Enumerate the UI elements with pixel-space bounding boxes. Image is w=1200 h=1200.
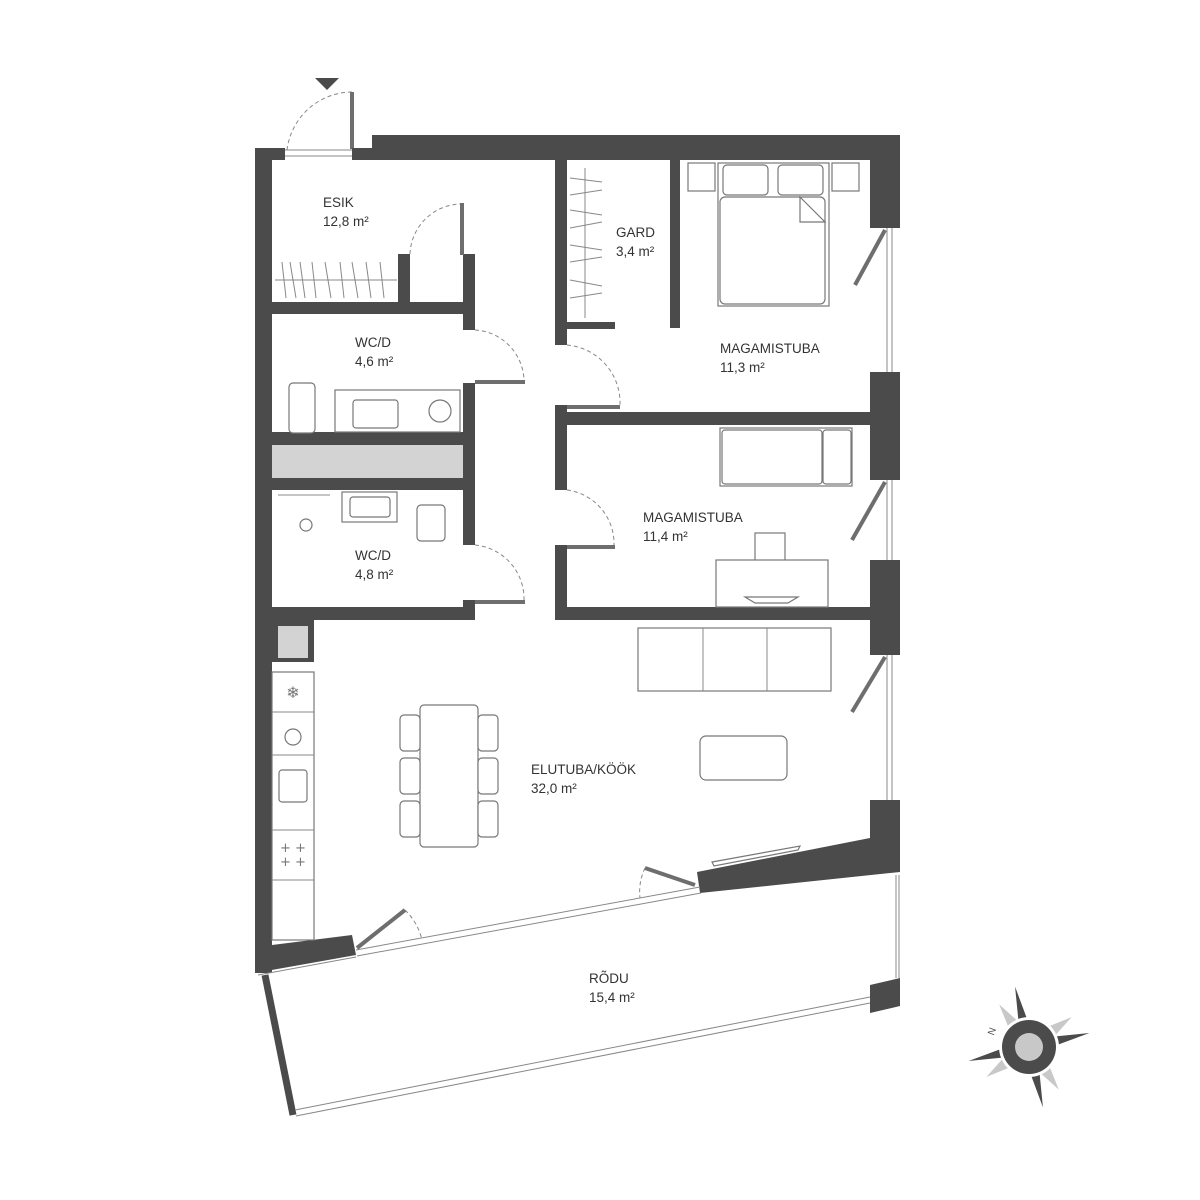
room-area: 32,0 m²: [531, 781, 577, 796]
room-name: ELUTUBA/KÖÖK: [531, 762, 636, 777]
doors: [409, 203, 621, 604]
room-area: 3,4 m²: [616, 244, 655, 259]
compass-icon: N: [968, 986, 1090, 1108]
room-area: 4,6 m²: [355, 354, 394, 369]
furniture: ❄ + + + +: [271, 162, 860, 941]
windows: [850, 228, 893, 800]
room-labels: ESIK 12,8 m² GARD 3,4 m² MAGAMISTUBA 11,…: [323, 195, 820, 1005]
room-name: RÕDU: [589, 971, 629, 986]
room-name: GARD: [616, 225, 655, 240]
room-area: 11,4 m²: [643, 529, 688, 544]
svg-text:+ +: + +: [280, 841, 306, 856]
stove-icon: + +: [280, 855, 306, 870]
room-area: 12,8 m²: [323, 214, 369, 229]
room-name: MAGAMISTUBA: [643, 510, 743, 525]
room-area: 15,4 m²: [589, 990, 635, 1005]
room-name: MAGAMISTUBA: [720, 341, 820, 356]
north-label: N: [986, 1026, 999, 1037]
room-name: ESIK: [323, 195, 354, 210]
freezer-icon: ❄: [286, 685, 299, 702]
walls: [255, 135, 900, 1013]
room-name: WC/D: [355, 548, 391, 563]
room-area: 11,3 m²: [720, 360, 765, 375]
room-name: WC/D: [355, 335, 391, 350]
room-area: 4,8 m²: [355, 567, 394, 582]
entrance-arrow-icon: [315, 78, 339, 90]
